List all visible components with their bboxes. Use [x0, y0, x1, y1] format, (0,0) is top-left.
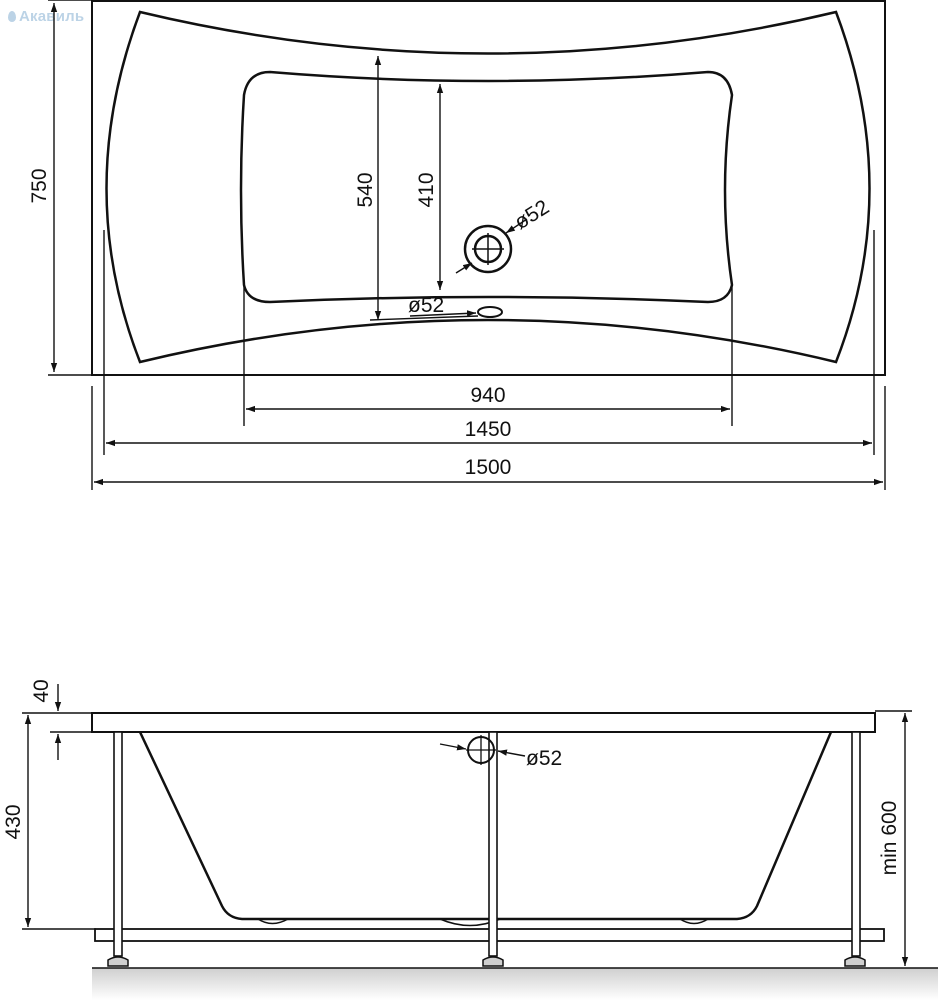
inner-length-label: 1450 — [465, 418, 512, 441]
bottom-width-label: 410 — [415, 172, 438, 207]
total-length-label: 1500 — [465, 456, 512, 479]
leg-plate-left — [107, 956, 129, 967]
side-overflow-symbol — [466, 735, 496, 765]
leg-center — [488, 731, 498, 957]
inner-width-label: 540 — [354, 172, 377, 207]
installation-height-label: min 600 — [878, 801, 901, 876]
tub-inner-outline — [105, 10, 871, 364]
overflow-symbol — [477, 306, 503, 318]
tub-bottom-outline — [239, 70, 734, 304]
water-drop-icon — [8, 11, 16, 22]
tub-body — [138, 731, 833, 921]
outer-rim — [91, 0, 886, 376]
width-label: 750 — [28, 168, 51, 203]
tub-rim — [91, 712, 876, 733]
top-view — [91, 0, 886, 376]
leg-plate-right — [844, 956, 866, 967]
drain-symbol — [463, 224, 513, 274]
depth-label: 430 — [2, 804, 25, 839]
rim-thickness-label: 40 — [30, 679, 53, 702]
drain-diameter-label: ø52 — [510, 196, 553, 235]
leg-plate-center — [482, 956, 504, 967]
overflow-diameter-label: ø52 — [408, 294, 444, 317]
top-view-dimensions — [48, 0, 886, 490]
floor-shading — [92, 968, 938, 1000]
side-view-dimensions — [22, 684, 912, 966]
side-overflow-diameter-label: ø52 — [526, 747, 562, 770]
leg-right — [851, 731, 861, 957]
bottom-length-label: 940 — [470, 384, 505, 407]
leg-left — [113, 731, 123, 957]
side-view — [91, 712, 938, 1000]
